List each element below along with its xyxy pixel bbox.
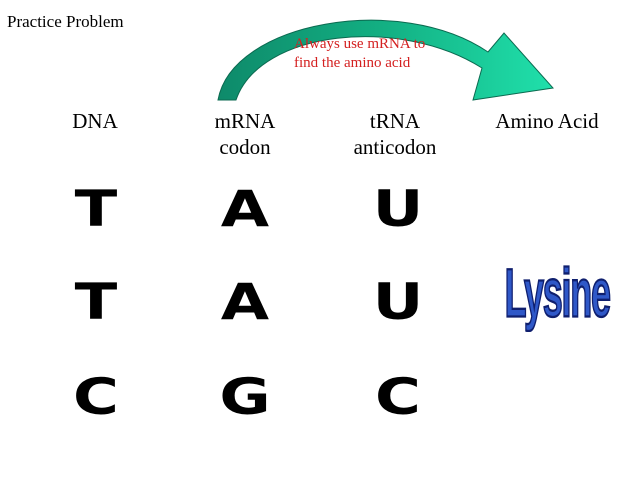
header-trna-anticodon: tRNA anticodon — [340, 108, 450, 160]
amino-acid-lysine: Lysine — [504, 254, 612, 332]
dna-base-row-2: T — [74, 273, 118, 331]
dna-base-row-3: C — [73, 368, 119, 426]
instruction-note-line-1: Always use mRNA to — [294, 36, 426, 52]
dna-base-row-1: T — [74, 180, 118, 238]
instruction-note-line-2: find the amino acid — [294, 55, 411, 71]
header-amino-acid: Amino Acid — [476, 108, 618, 134]
curved-arrow-body — [217, 19, 554, 101]
header-mrna-label: mRNA — [214, 109, 276, 133]
header-mrna-codon: mRNA codon — [190, 108, 300, 160]
mrna-base-row-1: A — [220, 180, 270, 238]
instruction-note: Always use mRNA to find the amino acid — [294, 35, 425, 73]
mrna-base-row-2: A — [220, 273, 270, 331]
trna-base-row-1: U — [372, 180, 424, 238]
header-anticodon-label: anticodon — [353, 135, 437, 159]
header-codon-label: codon — [219, 135, 271, 159]
header-dna: DNA — [40, 108, 150, 134]
mrna-base-row-3: G — [219, 368, 271, 426]
slide-title: Practice Problem — [7, 12, 124, 31]
trna-base-row-2: U — [372, 273, 424, 331]
trna-base-row-3: C — [375, 368, 421, 426]
header-trna-label: tRNA — [369, 109, 421, 133]
header-dna-label: DNA — [72, 109, 118, 133]
header-amino-acid-label: Amino Acid — [495, 109, 599, 133]
